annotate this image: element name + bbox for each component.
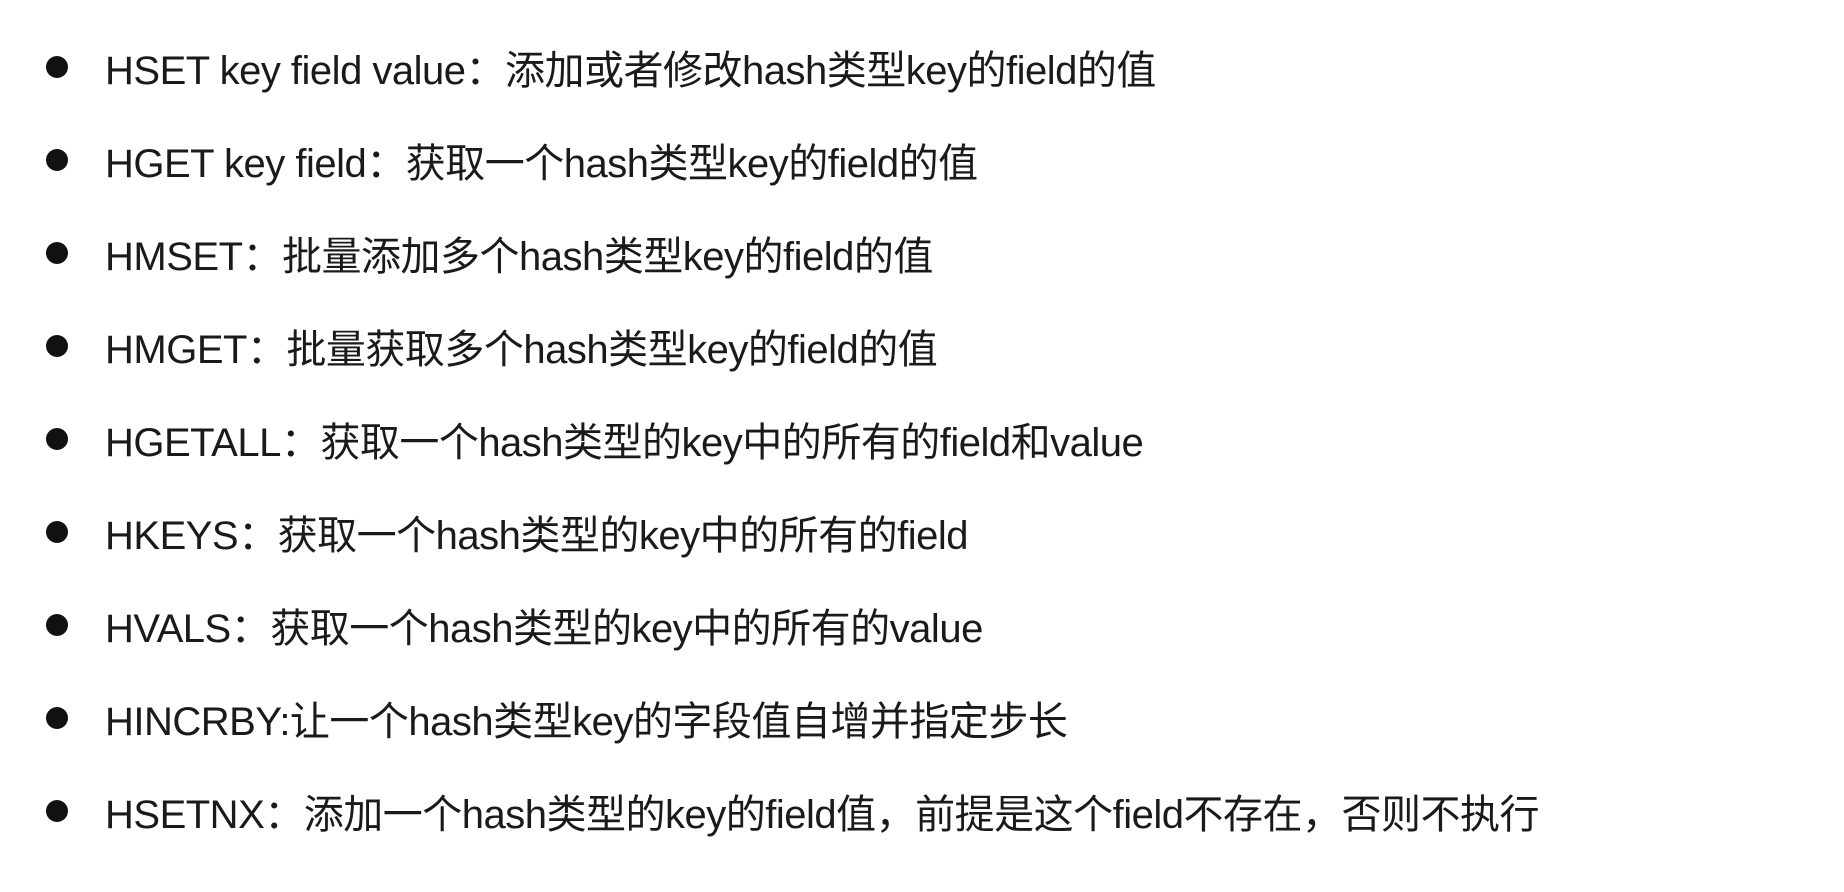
list-item: HGETALL：获取一个hash类型的key中的所有的field和value [0, 392, 1844, 485]
bullet-icon [46, 706, 68, 729]
item-text: HGETALL：获取一个hash类型的key中的所有的field和value [105, 420, 1144, 465]
bullet-icon [46, 613, 68, 636]
list-item: HSETNX：添加一个hash类型的key的field值，前提是这个field不… [0, 764, 1844, 857]
list-item: HVALS：获取一个hash类型的key中的所有的value [0, 578, 1844, 671]
item-text: HVALS：获取一个hash类型的key中的所有的value [105, 606, 983, 651]
bullet-icon [46, 241, 68, 264]
list-item: HMSET：批量添加多个hash类型key的field的值 [0, 206, 1844, 299]
bullet-icon [46, 334, 68, 357]
bullet-icon [46, 520, 68, 543]
item-text: HINCRBY:让一个hash类型key的字段值自增并指定步长 [105, 699, 1068, 744]
item-text: HGET key field：获取一个hash类型key的field的值 [105, 141, 978, 186]
item-text: HMGET：批量获取多个hash类型key的field的值 [105, 327, 938, 372]
list-item: HKEYS：获取一个hash类型的key中的所有的field [0, 485, 1844, 578]
bullet-icon [46, 148, 68, 171]
bullet-icon [46, 55, 68, 78]
bullet-icon [46, 799, 68, 822]
hash-command-list: HSET key field value：添加或者修改hash类型key的fie… [0, 20, 1844, 857]
list-item: HGET key field：获取一个hash类型key的field的值 [0, 113, 1844, 206]
list-item: HINCRBY:让一个hash类型key的字段值自增并指定步长 [0, 671, 1844, 764]
item-text: HKEYS：获取一个hash类型的key中的所有的field [105, 513, 968, 558]
list-item: HMGET：批量获取多个hash类型key的field的值 [0, 299, 1844, 392]
item-text: HSETNX：添加一个hash类型的key的field值，前提是这个field不… [105, 792, 1540, 837]
item-text: HSET key field value：添加或者修改hash类型key的fie… [105, 48, 1156, 93]
list-item: HSET key field value：添加或者修改hash类型key的fie… [0, 20, 1844, 113]
bullet-icon [46, 427, 68, 450]
item-text: HMSET：批量添加多个hash类型key的field的值 [105, 234, 933, 279]
